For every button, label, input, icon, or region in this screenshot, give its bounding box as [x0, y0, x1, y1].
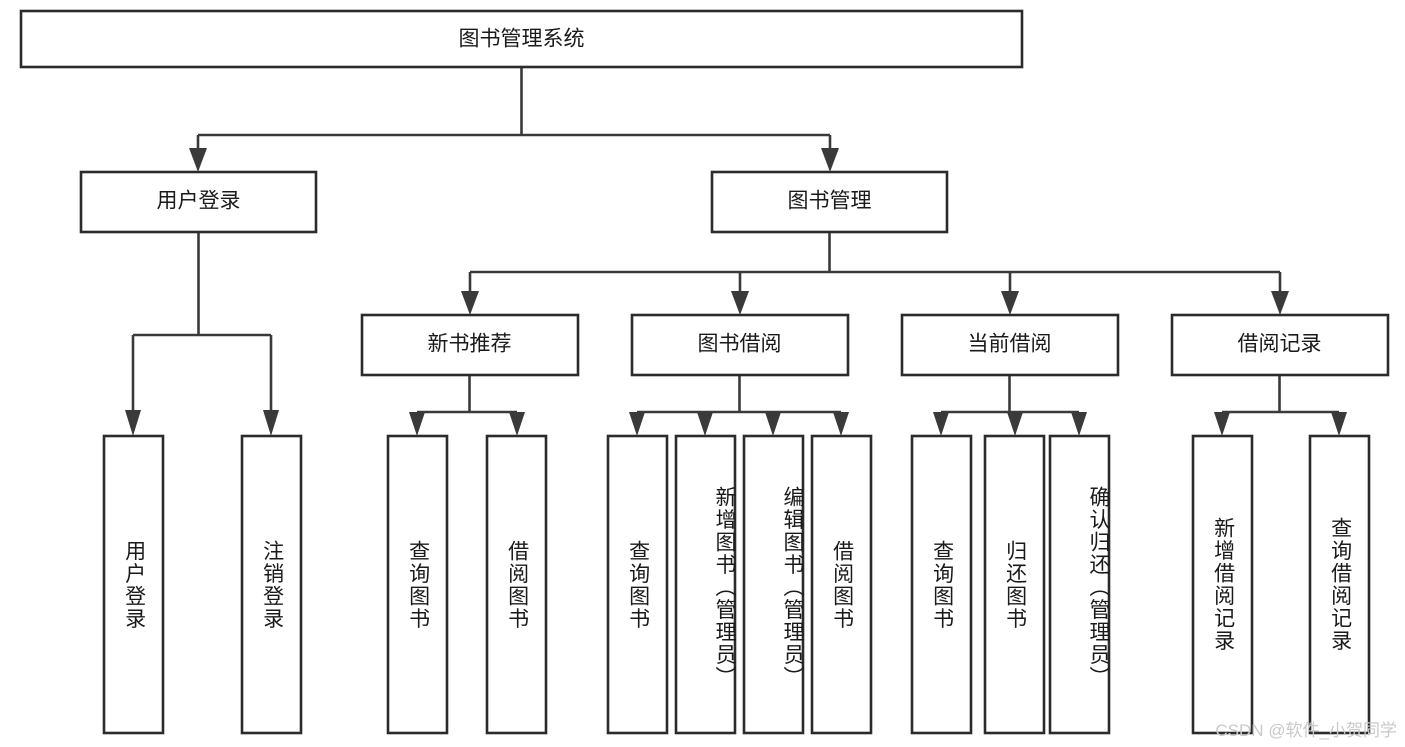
connector-group-book-borrow-to-leaves	[629, 375, 849, 436]
arrow-head-current-borrow	[1001, 291, 1019, 315]
node-leaf-edit-book-box[interactable]	[742, 434, 805, 735]
arrow-head-borrow-record	[1271, 291, 1289, 315]
node-leaf-user-logout-box[interactable]	[240, 434, 303, 735]
node-root-box[interactable]	[19, 9, 1024, 69]
node-new-book-recommend[interactable]: 新书推荐	[360, 313, 580, 377]
node-leaf-borrow-book-1-box[interactable]	[485, 434, 548, 735]
arrow-head-leaf-query-record	[1331, 412, 1347, 436]
node-leaf-return-book-box[interactable]	[983, 434, 1046, 735]
connector-group-current-borrow-to-leaves	[933, 375, 1087, 436]
node-book-borrow-box[interactable]	[630, 313, 850, 377]
node-borrow-record-label: 借阅记录	[1238, 333, 1322, 356]
node-book-borrow-label: 图书借阅	[698, 333, 782, 356]
node-leaf-query-record-box[interactable]	[1308, 434, 1371, 735]
csdn-watermark: CSDN @软件_小贺同学	[1215, 721, 1397, 740]
node-leaf-borrow-book-2-box[interactable]	[810, 434, 873, 735]
node-borrow-record[interactable]: 借阅记录	[1170, 313, 1390, 377]
arrow-head-leaf-confirm-return	[1071, 412, 1087, 436]
node-current-borrow-box[interactable]	[900, 313, 1120, 377]
node-leaf-confirm-return-box[interactable]	[1048, 434, 1111, 735]
leaf-box-group	[102, 434, 1371, 735]
arrow-head-book-borrow	[731, 291, 749, 315]
node-leaf-user-login-box[interactable]	[102, 434, 165, 735]
arrow-head-new-book-recommend	[461, 291, 479, 315]
arrow-head-leaf-add-book	[697, 412, 713, 436]
arrow-head-leaf-query-book-2	[629, 412, 645, 436]
node-current-borrow[interactable]: 当前借阅	[900, 313, 1120, 377]
node-root-label: 图书管理系统	[459, 28, 585, 51]
connector-group-root-to-level2	[189, 67, 839, 172]
node-current-borrow-label: 当前借阅	[968, 333, 1052, 356]
arrow-head-leaf-edit-book	[765, 412, 781, 436]
node-leaf-query-book-3-box[interactable]	[910, 434, 973, 735]
connector-group-new-book-to-leaves	[409, 375, 525, 436]
arrow-head-leaf-query-book-3	[933, 412, 949, 436]
connector-group-user-login-to-leaves	[125, 232, 279, 436]
node-leaf-query-book-2-box[interactable]	[606, 434, 669, 735]
node-user-login[interactable]: 用户登录	[79, 170, 318, 234]
arrow-head-leaf-query-book-1	[409, 412, 425, 436]
node-book-manage-box[interactable]	[710, 170, 949, 234]
node-new-book-recommend-box[interactable]	[360, 313, 580, 377]
arrow-head-leaf-return-book	[1007, 412, 1023, 436]
node-user-login-label: 用户登录	[157, 190, 241, 213]
arrow-head-leaf-borrow-book-2	[833, 412, 849, 436]
node-book-manage-label: 图书管理	[788, 190, 872, 213]
node-book-manage[interactable]: 图书管理	[710, 170, 949, 234]
connector-group-borrow-record-to-leaves	[1214, 375, 1347, 436]
arrow-head-user-login	[189, 148, 207, 172]
arrow-head-leaf-borrow-book-1	[509, 412, 525, 436]
node-book-borrow[interactable]: 图书借阅	[630, 313, 850, 377]
arrow-head-book-manage	[821, 148, 839, 172]
node-user-login-box[interactable]	[79, 170, 318, 234]
node-root[interactable]: 图书管理系统	[19, 9, 1024, 69]
node-new-book-recommend-label: 新书推荐	[428, 333, 512, 356]
node-leaf-add-record-box[interactable]	[1191, 434, 1254, 735]
node-borrow-record-box[interactable]	[1170, 313, 1390, 377]
node-leaf-query-book-1-box[interactable]	[386, 434, 449, 735]
arrow-head-leaf-add-record	[1214, 412, 1230, 436]
arrow-head-leaf-user-login	[125, 410, 141, 436]
connector-group-book-manage-to-level3	[461, 232, 1289, 315]
node-leaf-add-book-box[interactable]	[674, 434, 737, 735]
arrow-head-leaf-user-logout	[263, 410, 279, 436]
